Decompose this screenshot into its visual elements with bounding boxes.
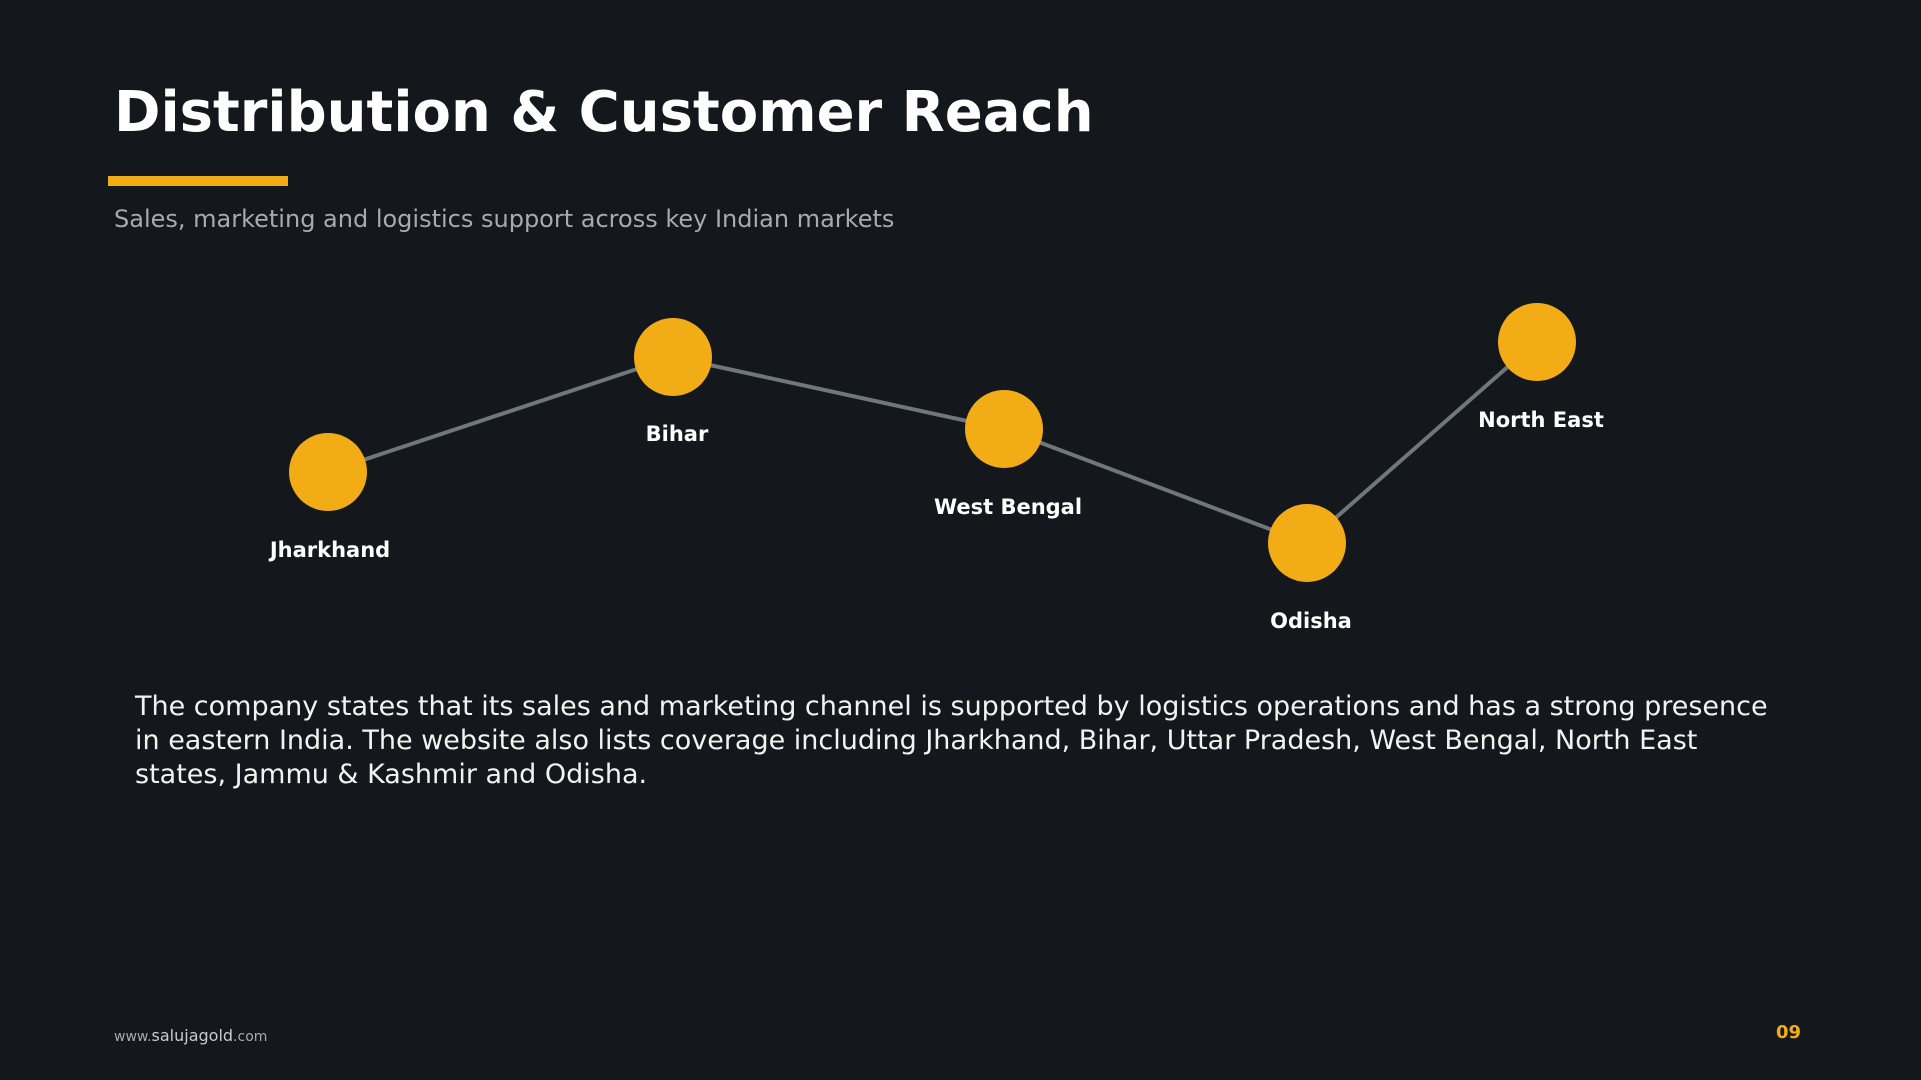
region-label-north-east: North East xyxy=(1478,408,1604,432)
footer-website: www.salujagold.com xyxy=(114,1026,267,1045)
slide-title: Distribution & Customer Reach xyxy=(114,80,1094,145)
region-marker-bihar xyxy=(634,318,712,396)
footer-url-prefix: www. xyxy=(114,1029,152,1045)
region-node-west-bengal: West Bengal xyxy=(934,390,1082,519)
title-accent-bar xyxy=(108,176,288,186)
region-label-odisha: Odisha xyxy=(1270,609,1352,633)
region-node-odisha: Odisha xyxy=(1268,504,1352,633)
page-number: 09 xyxy=(1776,1022,1802,1043)
region-connector-line xyxy=(325,340,1538,545)
footer-url-brand: salujagold xyxy=(151,1026,234,1045)
region-marker-north-east xyxy=(1498,303,1576,381)
region-marker-west-bengal xyxy=(965,390,1043,468)
region-label-bihar: Bihar xyxy=(646,422,709,446)
region-label-jharkhand: Jharkhand xyxy=(268,538,390,562)
region-node-bihar: Bihar xyxy=(634,318,712,446)
coverage-description: The company states that its sales and ma… xyxy=(135,691,1768,790)
region-node-north-east: North East xyxy=(1478,303,1604,432)
region-marker-odisha xyxy=(1268,504,1346,582)
slide-subtitle: Sales, marketing and logistics support a… xyxy=(114,205,895,233)
region-node-jharkhand: Jharkhand xyxy=(268,433,390,562)
region-marker-jharkhand xyxy=(289,433,367,511)
region-label-west-bengal: West Bengal xyxy=(934,495,1082,519)
footer-url-suffix: .com xyxy=(233,1029,268,1045)
